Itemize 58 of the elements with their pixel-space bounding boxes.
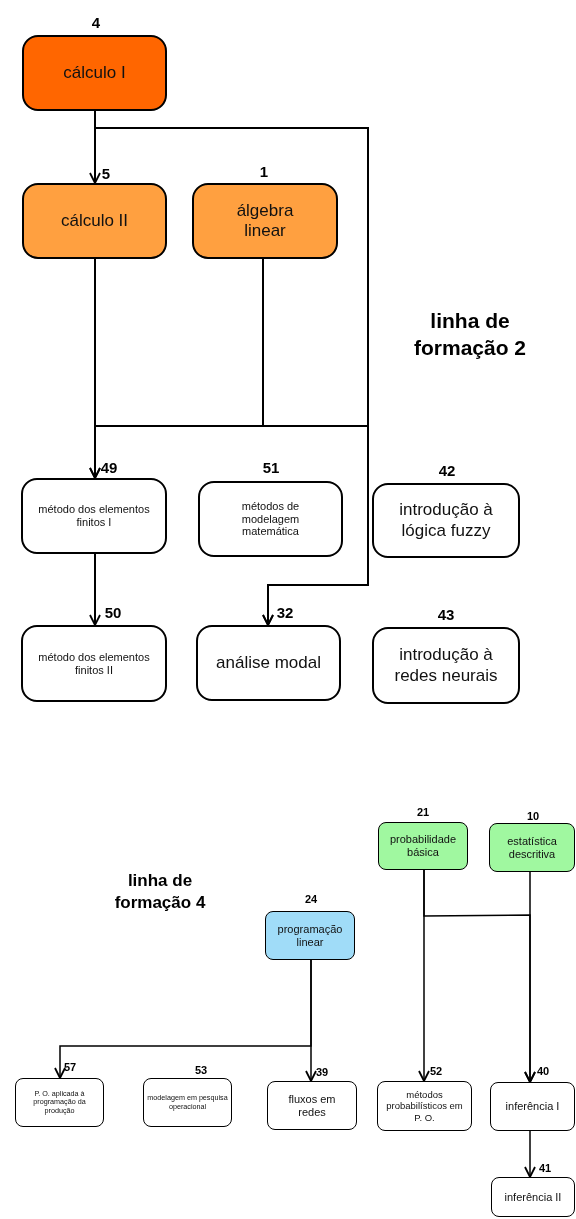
course-number: 51 [262, 458, 280, 476]
course-name: inferência II [504, 1190, 562, 1204]
course-box [372, 627, 520, 704]
section-title: linha de formação 2 [412, 308, 527, 362]
course-number: 53 [194, 1064, 208, 1076]
course-number: 41 [538, 1162, 552, 1174]
course-name: métodos de modelagem matemática [240, 499, 301, 539]
course-name: método dos elementos finitos I [38, 503, 150, 529]
course-box [378, 822, 468, 870]
arrow [89, 553, 101, 626]
course-name: álgebra linear [235, 200, 295, 242]
course-box [21, 625, 167, 702]
arrow [54, 959, 312, 1079]
course-name: programação linear [276, 922, 344, 949]
course-box [265, 911, 355, 960]
course-number: 10 [526, 810, 540, 822]
course-name: cálculo II [60, 210, 129, 231]
course-number: 57 [63, 1061, 77, 1073]
course-number: 40 [536, 1065, 550, 1077]
course-box [22, 183, 167, 259]
course-number: 49 [100, 458, 118, 476]
course-name: fluxos em redes [287, 1092, 337, 1119]
course-number: 43 [437, 605, 455, 623]
course-box [15, 1078, 104, 1127]
course-box [192, 183, 338, 259]
course-box [489, 823, 575, 872]
course-box [491, 1177, 575, 1217]
course-number: 21 [416, 806, 430, 818]
course-name: inferência I [505, 1100, 560, 1113]
course-name: cálculo I [63, 62, 126, 83]
course-number: 42 [438, 461, 456, 479]
course-number: 32 [276, 603, 294, 621]
course-box [377, 1081, 472, 1131]
course-box [21, 478, 167, 554]
course-name: introdução à redes neurais [393, 645, 499, 686]
course-box [198, 481, 343, 557]
course-number: 52 [429, 1065, 443, 1077]
course-box [143, 1078, 232, 1127]
course-box [196, 625, 341, 701]
course-name: análise modal [216, 652, 321, 673]
course-number: 50 [104, 603, 122, 621]
course-name: métodos probabilísticos em P. O. [385, 1089, 464, 1123]
course-name: método dos elementos finitos II [37, 650, 151, 677]
arrow [524, 871, 536, 1083]
course-number: 1 [259, 162, 269, 180]
arrow [524, 1130, 536, 1178]
course-number: 5 [101, 164, 111, 182]
course-number: 24 [304, 893, 318, 905]
course-box [372, 483, 520, 558]
course-box [267, 1081, 357, 1130]
course-box [22, 35, 167, 111]
course-box [490, 1082, 575, 1131]
course-number: 39 [315, 1066, 329, 1078]
course-name: estatística descritiva [506, 834, 558, 861]
course-name: probabilidade básica [388, 833, 458, 859]
section-title: linha de formação 4 [113, 870, 207, 915]
course-number: 4 [91, 13, 101, 31]
course-name: introdução à lógica fuzzy [398, 500, 494, 541]
